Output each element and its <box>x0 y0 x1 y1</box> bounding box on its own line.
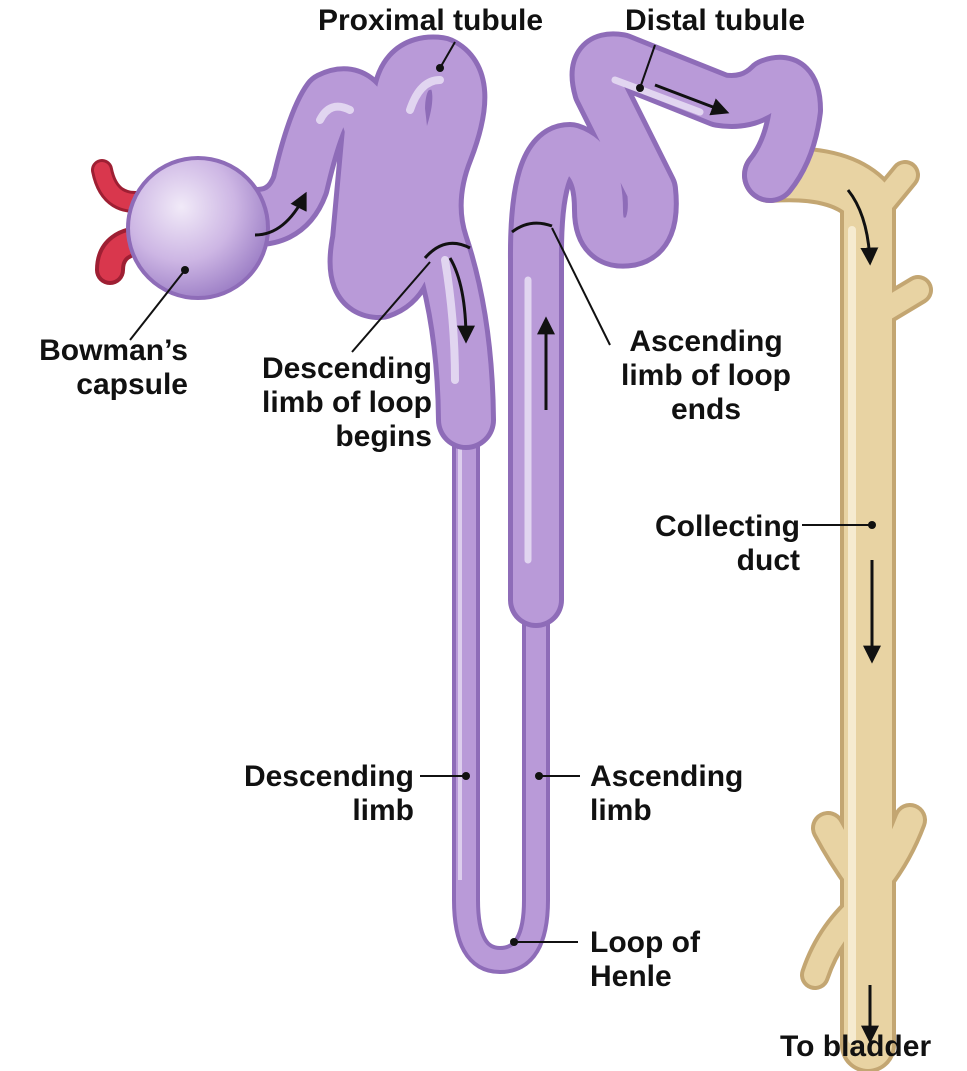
label-ascending-limb-ends: Ascending limb of loop ends <box>600 325 812 427</box>
label-ascending-limb: Ascending limb <box>590 760 743 828</box>
label-to-bladder: To bladder <box>780 1030 931 1064</box>
label-descending-limb-begins: Descending limb of loop begins <box>218 352 432 454</box>
bowmans-capsule-shape <box>128 158 268 298</box>
collecting-duct <box>770 174 918 1045</box>
label-descending-limb: Descending limb <box>208 760 414 828</box>
label-distal-tubule: Distal tubule <box>625 4 805 38</box>
label-collecting-duct: Collecting duct <box>610 510 800 578</box>
label-bowmans-capsule: Bowman’s capsule <box>8 334 188 402</box>
label-loop-of-henle: Loop of Henle <box>590 926 700 994</box>
label-proximal-tubule: Proximal tubule <box>318 4 543 38</box>
